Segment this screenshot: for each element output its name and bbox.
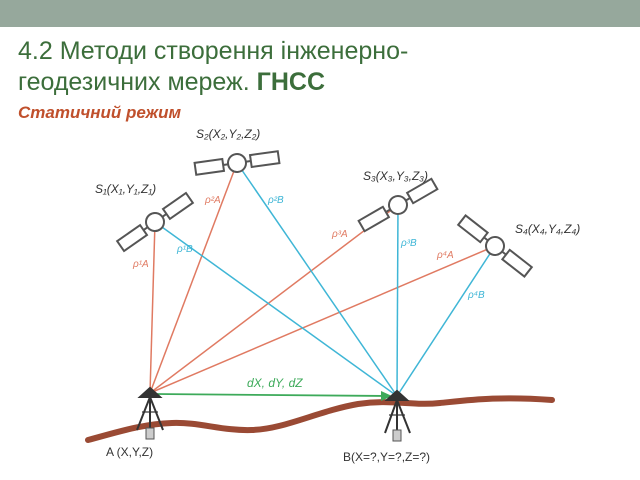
title-line-2: геодезичних мереж. ГНСС	[18, 67, 618, 98]
slide-subtitle: Статичний режим	[18, 103, 182, 122]
range-a2-label: ρ²A	[204, 195, 221, 206]
receiver-a-icon	[136, 386, 164, 440]
title-gnss: ГНСС	[256, 68, 326, 96]
range-b3-label: ρ³B	[400, 238, 417, 249]
rays-to-a	[149, 162, 496, 394]
ray-s2-b	[236, 162, 398, 397]
rays-to-b	[154, 162, 496, 397]
ray-s4-b	[396, 245, 496, 397]
top-bar	[0, 0, 640, 27]
ray-s3-b	[396, 204, 399, 397]
satellite-4-icon	[456, 214, 534, 278]
ground-line	[85, 395, 555, 443]
satellite-3-icon	[357, 177, 439, 233]
range-b2-label: ρ²B	[267, 195, 284, 206]
satellite-3-label: S₃(X₃,Y₃,Z₃)	[363, 169, 428, 183]
range-a4-label: ρ⁴A	[436, 250, 454, 261]
receiver-b-icon	[384, 389, 411, 442]
baseline-line	[154, 393, 391, 397]
baseline-arrowhead	[381, 391, 392, 401]
satellite-2-label: S₂(X₂,Y₂,Z₂)	[196, 127, 260, 141]
range-a3-label: ρ³A	[331, 229, 348, 240]
station-b-label: B(X=?,Y=?,Z=?)	[343, 450, 430, 464]
range-b1-label: ρ¹B	[176, 244, 193, 255]
baseline-label: dX, dY, dZ	[247, 376, 303, 390]
range-a1-label: ρ¹A	[132, 259, 149, 270]
satellite-1-icon	[115, 191, 195, 253]
station-a-label: A (X,Y,Z)	[106, 445, 153, 459]
ray-s3-a	[149, 204, 399, 394]
title-line-1: 4.2 Методи створення інженерно-	[18, 37, 409, 65]
ray-s1-a	[149, 221, 156, 394]
ray-s4-a	[149, 245, 496, 394]
satellite-2-icon	[193, 150, 281, 176]
slide-title: 4.2 Методи створення інженерно- геодезич…	[18, 36, 618, 98]
range-b4-label: ρ⁴B	[467, 290, 485, 301]
satellite-4-label: S₄(X₄,Y₄,Z₄)	[515, 222, 580, 236]
ray-s1-b	[154, 221, 398, 397]
title-line-2-text: геодезичних мереж.	[18, 68, 257, 96]
ray-s2-a	[149, 162, 238, 394]
satellite-1-label: S₁(X₁,Y₁,Z₁)	[95, 182, 156, 196]
